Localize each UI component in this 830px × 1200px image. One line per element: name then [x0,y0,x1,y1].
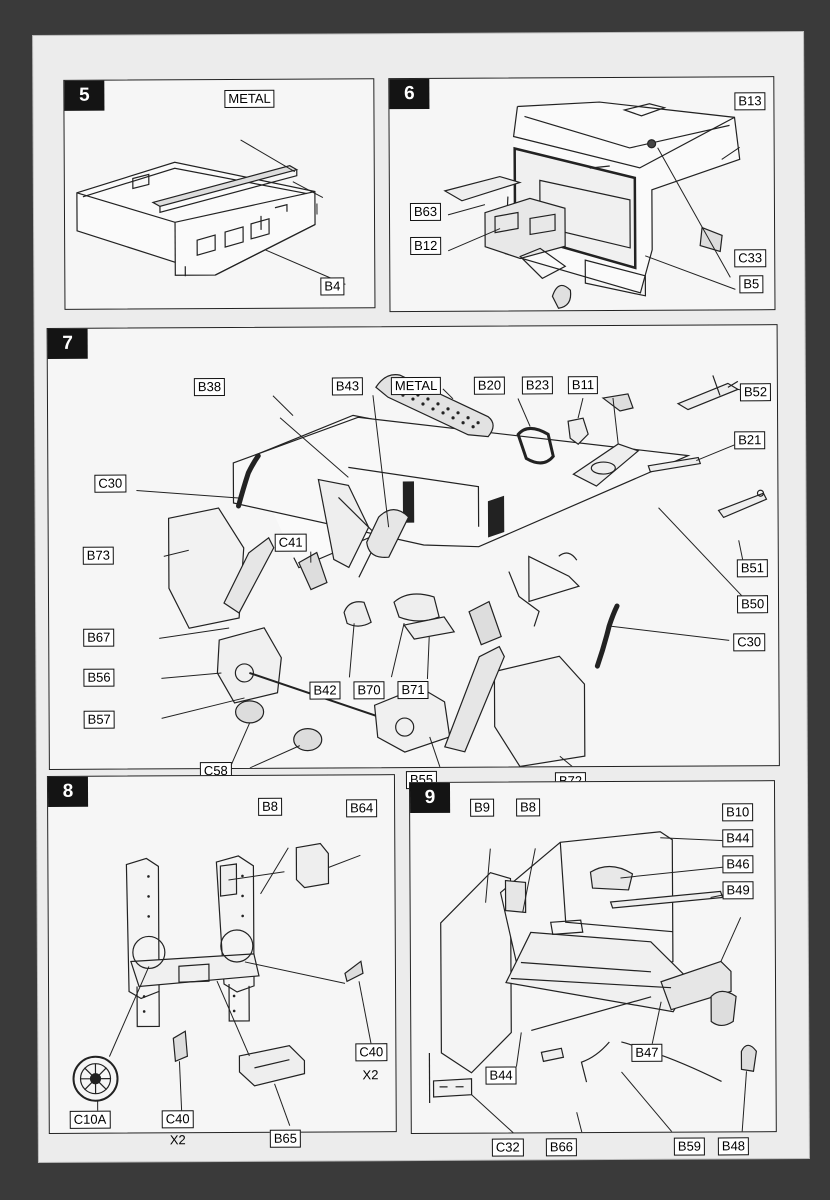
step-9-panel: 9 [408,780,777,1157]
step-5-panel: 5 [63,78,376,310]
instruction-sheet: 5 [33,31,809,1163]
step-7-drawing [48,325,779,769]
step-8-panel: 8 [46,774,397,1148]
step-9-drawing [410,781,776,1133]
label-b47: B47 [631,1043,663,1062]
label-b21: B21 [734,431,766,450]
label-b8: B8 [258,797,283,816]
label-b57: B57 [83,710,115,729]
label-b73: B73 [82,546,114,565]
step-6-drawing [389,77,774,311]
label-b10: B10 [722,803,754,822]
label-b52: B52 [739,383,772,402]
label-c30-lower: C30 [733,633,766,652]
step-8-drawing [48,775,396,1133]
label-b11: B11 [567,376,599,395]
label-c10a: C10A [69,1110,111,1129]
label-b44-bottom: B44 [485,1066,517,1085]
label-b51: B51 [736,559,769,578]
step-7-panel: 7 [46,324,780,791]
label-b66: B66 [545,1138,578,1157]
label-b43: B43 [331,377,364,396]
label-b5: B5 [739,275,764,294]
label-b63: B63 [409,202,442,222]
label-b70: B70 [353,681,385,700]
label-b50: B50 [736,595,769,614]
label-c41: C41 [274,533,307,552]
quantity-x2-right: X2 [362,1067,379,1083]
label-b23: B23 [521,376,554,395]
label-b4: B4 [320,277,345,296]
label-b20: B20 [473,376,506,395]
label-b71: B71 [397,680,429,700]
label-b49: B49 [722,881,754,900]
label-c40-right: C40 [355,1043,388,1062]
label-b38: B38 [193,378,226,397]
label-b48: B48 [717,1137,750,1156]
label-b8: B8 [516,798,541,817]
label-b64: B64 [346,799,378,818]
label-metal: METAL [224,89,275,109]
step-6-panel: 6 [388,76,776,313]
label-b12: B12 [410,236,442,256]
label-b13: B13 [734,92,766,111]
label-c30-upper: C30 [94,474,127,493]
label-b44-top: B44 [722,829,754,848]
label-b46: B46 [722,855,754,874]
label-metal: METAL [390,376,442,396]
label-b65: B65 [269,1129,302,1148]
label-b42: B42 [309,681,341,700]
step-5-drawing [64,79,374,309]
label-c33: C33 [734,249,767,268]
label-b67: B67 [83,628,115,647]
quantity-x2-left: X2 [169,1132,186,1148]
label-b56: B56 [83,668,115,687]
label-b9: B9 [470,798,495,817]
label-c40-left: C40 [161,1110,194,1129]
label-c32: C32 [491,1138,524,1157]
label-b59: B59 [673,1137,706,1156]
